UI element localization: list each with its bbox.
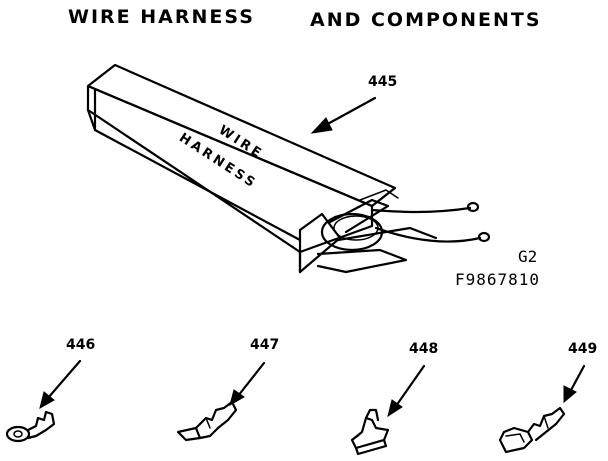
part-number: F9867810 — [455, 270, 540, 289]
callout-448-arrowhead — [387, 399, 403, 418]
callout-445-arrowhead — [310, 117, 333, 134]
wire-harness-box — [86, 63, 491, 274]
callout-448: 448 — [409, 341, 438, 357]
callout-447-arrowhead — [229, 389, 245, 407]
callout-447: 447 — [250, 337, 279, 353]
diagram-code: G2 — [518, 247, 537, 266]
callout-449: 449 — [568, 341, 597, 357]
ring-terminal-446 — [5, 410, 56, 443]
callout-446-arrowhead — [39, 391, 55, 410]
quick-connect-terminal-448 — [350, 408, 390, 456]
callout-449-arrowhead — [563, 385, 577, 404]
title-wire-harness: WIRE HARNESS — [68, 6, 255, 28]
callout-445-leader — [322, 96, 377, 128]
callout-445: 445 — [368, 74, 397, 90]
female-terminal-449 — [498, 406, 566, 454]
callout-446: 446 — [66, 337, 95, 353]
title-and-components: AND COMPONENTS — [310, 9, 542, 31]
spade-terminal-447 — [176, 400, 238, 442]
